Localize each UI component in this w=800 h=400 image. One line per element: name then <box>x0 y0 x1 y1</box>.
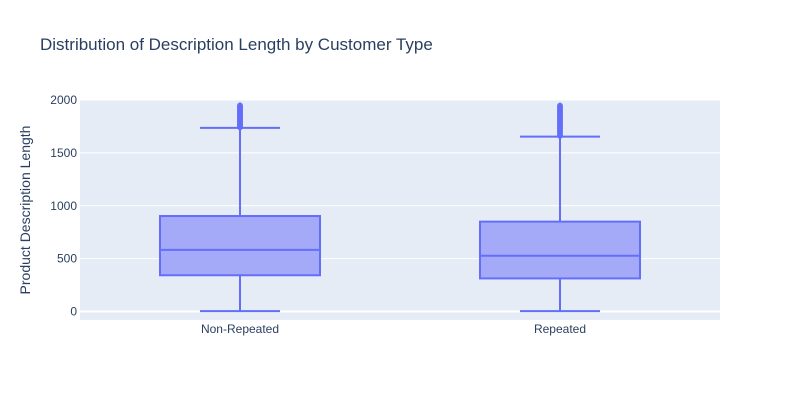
box-repeated <box>479 102 641 313</box>
y-tick-label: 1500 <box>50 146 77 160</box>
iqr-box <box>159 215 321 277</box>
plot-area <box>80 100 720 320</box>
x-tick-label: Non-Repeated <box>201 322 279 336</box>
y-axis-title: Product Description Length <box>17 126 33 295</box>
x-axis-ticks: Non-Repeated Repeated <box>201 322 586 336</box>
chart-title: Distribution of Description Length by Cu… <box>40 35 433 54</box>
boxes <box>159 102 641 313</box>
y-tick-label: 0 <box>70 305 77 319</box>
iqr-box <box>479 220 641 280</box>
box-non-repeated <box>159 102 321 313</box>
y-tick-label: 500 <box>57 252 77 266</box>
outlier-point <box>237 102 243 109</box>
y-tick-label: 1000 <box>50 199 77 213</box>
y-tick-label: 2000 <box>50 93 77 107</box>
y-axis-ticks: 0 500 1000 1500 2000 <box>50 93 77 319</box>
x-tick-label: Repeated <box>534 322 586 336</box>
outlier-point <box>557 102 563 109</box>
